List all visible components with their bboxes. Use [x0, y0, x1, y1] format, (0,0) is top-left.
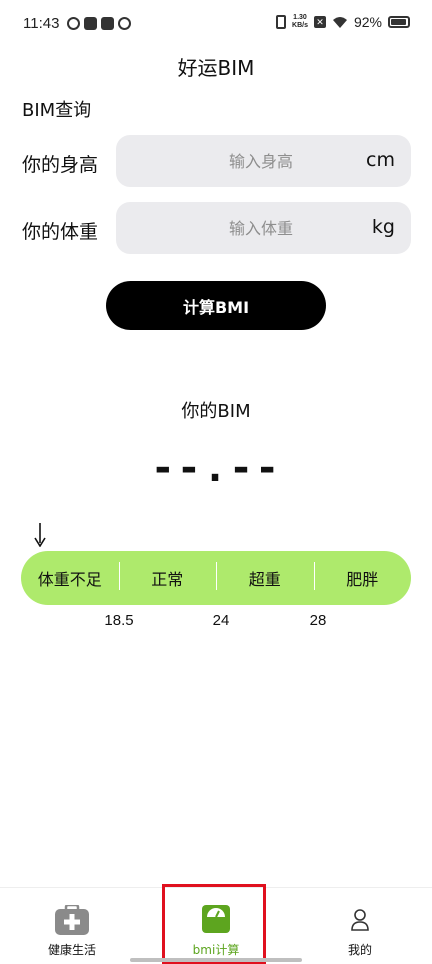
status-time: 11:43: [23, 15, 60, 32]
scale-segment-underweight: 体重不足: [37, 570, 102, 589]
scale-icon: [202, 905, 230, 933]
height-input[interactable]: [116, 135, 356, 187]
notification-icons: [67, 17, 131, 30]
net-speed-unit: KB/s: [292, 22, 308, 29]
scale-tick: 28: [309, 612, 327, 629]
nav-label-mine: 我的: [347, 943, 372, 957]
bmi-pointer-arrow-icon: [34, 523, 46, 547]
medical-kit-icon: [55, 905, 89, 935]
person-icon: [351, 909, 369, 931]
scale-tick: 24: [212, 612, 230, 629]
bmi-heading: 你的BIM: [181, 401, 251, 422]
battery-icon: [388, 16, 410, 28]
height-unit: cm: [366, 149, 395, 171]
tiktok-icon: [84, 17, 97, 30]
wifi-icon: [332, 16, 347, 28]
weight-unit: kg: [371, 216, 395, 238]
weight-input[interactable]: [116, 202, 356, 254]
nav-item-health-life[interactable]: 健康生活: [17, 888, 127, 964]
section-title: BIM查询: [22, 100, 92, 121]
status-bar: 11:43 1.30 KB/s ✕ 92%: [0, 0, 432, 50]
bottom-nav: 健康生活 bmi计算 我的: [0, 887, 432, 964]
scale-segment-normal: 正常: [118, 562, 217, 590]
scale-segment-overweight: 超重: [216, 562, 314, 590]
cloud-icon: [118, 17, 131, 30]
scale-tick: 18.5: [104, 612, 134, 629]
height-input-box[interactable]: cm: [116, 135, 411, 187]
battery-percent: 92%: [353, 14, 382, 30]
status-right: 1.30 KB/s ✕ 92%: [276, 14, 410, 30]
nav-label-health-life: 健康生活: [47, 943, 96, 957]
app-title: 好运BIM: [177, 56, 255, 80]
net-speed: 1.30 KB/s: [292, 14, 308, 30]
nav-item-mine[interactable]: 我的: [305, 888, 415, 964]
weight-input-box[interactable]: kg: [116, 202, 411, 254]
sync-icon: [67, 17, 80, 30]
net-speed-value: 1.30: [293, 14, 307, 21]
scale-segment-obese: 肥胖: [313, 562, 412, 590]
nav-label-bmi-calc: bmi计算: [192, 943, 240, 957]
bmi-value: --.--: [150, 445, 282, 491]
nav-item-bmi-calc[interactable]: bmi计算: [161, 888, 271, 964]
calculate-bmi-button[interactable]: 计算BMI: [106, 281, 326, 330]
weight-label: 你的体重: [22, 221, 99, 243]
mail-icon: [101, 17, 114, 30]
highlight-box: [162, 884, 266, 964]
vibrate-icon: [276, 15, 287, 29]
bmi-scale-bar: 体重不足 正常 超重 肥胖: [21, 551, 411, 605]
home-indicator: [130, 958, 302, 962]
sim-off-icon: ✕: [313, 16, 326, 28]
height-label: 你的身高: [22, 154, 99, 176]
